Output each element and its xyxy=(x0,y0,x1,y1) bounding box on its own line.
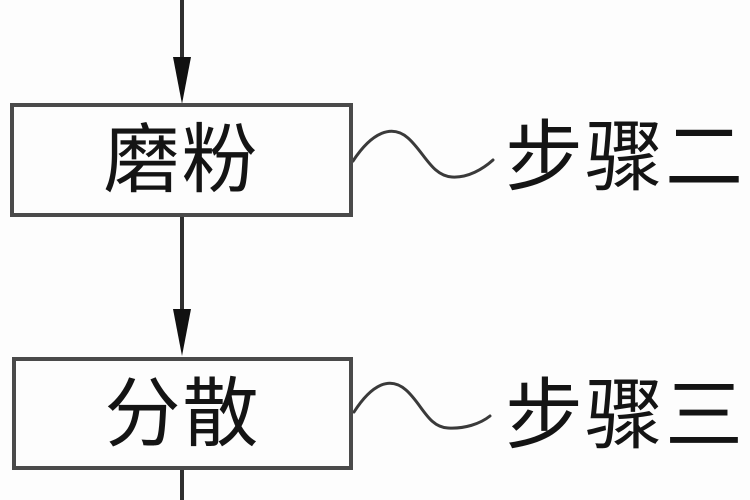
flow-box-grinding: 磨粉 xyxy=(10,103,353,217)
step-label-two: 步骤二 xyxy=(505,113,746,203)
flow-box-dispersion: 分散 xyxy=(12,357,353,470)
wavy-leader-line-icon xyxy=(352,381,492,430)
flow-box-dispersion-label: 分散 xyxy=(104,368,261,458)
flow-box-grinding-label: 磨粉 xyxy=(103,115,260,204)
wavy-leader-line-icon xyxy=(351,129,495,179)
step-label-three: 步骤三 xyxy=(505,371,746,461)
arrow-down-icon xyxy=(173,57,191,104)
arrow-down-icon xyxy=(173,309,191,356)
